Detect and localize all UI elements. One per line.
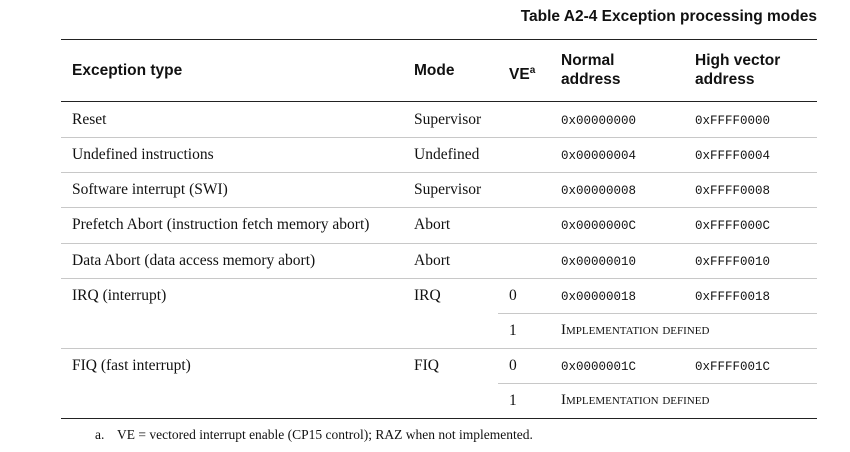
row-ve: 0 xyxy=(509,287,517,304)
header-normal-address-line-1: Normal xyxy=(561,52,615,69)
row-normal-address: 0x0000000C xyxy=(561,219,637,233)
row-exception-type: Reset xyxy=(72,111,107,128)
row-high-vector-address: 0xFFFF000C xyxy=(695,219,771,233)
row-normal-address: 0x00000010 xyxy=(561,255,637,269)
row-separator xyxy=(61,172,817,173)
row-separator xyxy=(61,348,817,349)
row-normal-address: 0x00000008 xyxy=(561,184,637,198)
row-separator xyxy=(61,207,817,208)
row-normal-address: 0x00000004 xyxy=(561,149,637,163)
header-ve: VEa xyxy=(509,61,535,84)
table-bottom-rule xyxy=(61,418,817,419)
row-high-vector-address: 0xFFFF0004 xyxy=(695,149,771,163)
header-normal-address: Normal address xyxy=(561,51,620,89)
row-normal-address: 0x0000001C xyxy=(561,360,637,374)
row-exception-type: FIQ (fast interrupt) xyxy=(72,357,191,374)
row-separator xyxy=(61,278,817,279)
row-implementation-defined: Implementation defined xyxy=(561,322,710,338)
header-mode: Mode xyxy=(414,62,455,79)
row-mode: Undefined xyxy=(414,146,480,163)
header-ve-label: VE xyxy=(509,66,530,83)
row-mode: IRQ xyxy=(414,287,441,304)
row-mode: FIQ xyxy=(414,357,439,374)
row-implementation-defined: Implementation defined xyxy=(561,392,710,408)
row-separator xyxy=(498,313,817,314)
row-high-vector-address: 0xFFFF001C xyxy=(695,360,771,374)
row-high-vector-address: 0xFFFF0008 xyxy=(695,184,771,198)
row-high-vector-address: 0xFFFF0010 xyxy=(695,255,771,269)
row-exception-type: Software interrupt (SWI) xyxy=(72,181,228,198)
header-high-vector-address-line-1: High vector xyxy=(695,52,781,69)
row-exception-type: Undefined instructions xyxy=(72,146,214,163)
footnote-text: VE = vectored interrupt enable (CP15 con… xyxy=(117,427,533,442)
header-normal-address-line-2: address xyxy=(561,71,621,88)
table-header-rule xyxy=(61,101,817,102)
row-ve: 1 xyxy=(509,322,517,339)
header-high-vector-address: High vector address xyxy=(695,51,780,89)
row-exception-type: Data Abort (data access memory abort) xyxy=(72,252,316,269)
row-ve: 0 xyxy=(509,357,517,374)
row-normal-address: 0x00000000 xyxy=(561,114,637,128)
header-ve-footnote-mark: a xyxy=(529,65,536,76)
row-mode: Supervisor xyxy=(414,181,482,198)
row-separator xyxy=(61,243,817,244)
table-top-rule xyxy=(61,39,817,40)
table-title: Table A2-4 Exception processing modes xyxy=(520,8,817,25)
row-high-vector-address: 0xFFFF0000 xyxy=(695,114,771,128)
header-exception-type: Exception type xyxy=(72,62,183,79)
row-exception-type: IRQ (interrupt) xyxy=(72,287,167,304)
row-exception-type: Prefetch Abort (instruction fetch memory… xyxy=(72,216,370,233)
header-high-vector-address-line-2: address xyxy=(695,71,755,88)
row-mode: Supervisor xyxy=(414,111,482,128)
row-mode: Abort xyxy=(414,216,451,233)
footnote-label: a. xyxy=(95,427,105,442)
row-mode: Abort xyxy=(414,252,451,269)
row-normal-address: 0x00000018 xyxy=(561,290,637,304)
row-high-vector-address: 0xFFFF0018 xyxy=(695,290,771,304)
row-ve: 1 xyxy=(509,392,517,409)
row-separator xyxy=(61,137,817,138)
row-separator xyxy=(498,383,817,384)
table-footnote: a. VE = vectored interrupt enable (CP15 c… xyxy=(95,427,533,443)
